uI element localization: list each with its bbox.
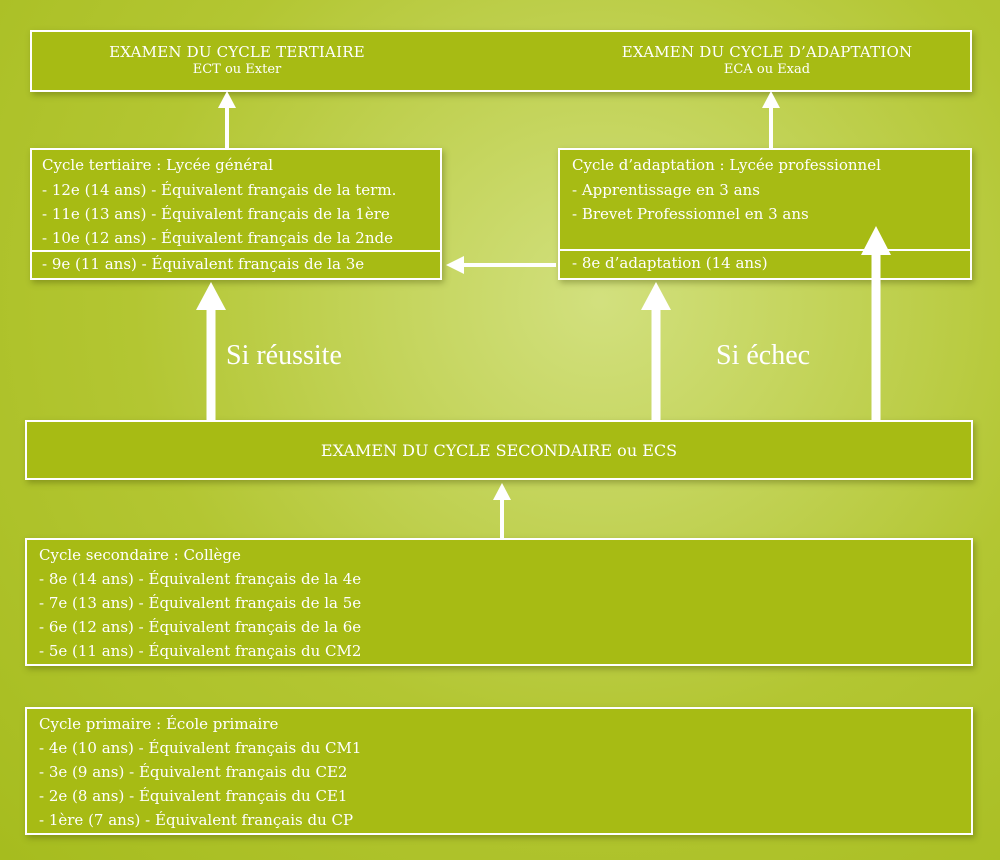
cycle-primaire-title: Cycle primaire : École primaire — [39, 715, 279, 733]
label-si-reussite: Si réussite — [226, 340, 342, 371]
exam-tertiaire-block: EXAMEN DU CYCLE TERTIAIRE ECT ou Exter — [92, 43, 382, 77]
arrow-secondaire-to-ecs — [493, 483, 511, 538]
cycle-tertiaire-box: Cycle tertiaire : Lycée général - 12e (1… — [30, 148, 442, 280]
cycle-secondaire-box: Cycle secondaire : Collège - 8e (14 ans)… — [25, 538, 973, 666]
arrow-ecs-to-tertiaire — [196, 282, 226, 420]
cycle-tertiaire-bottom-line: - 9e (11 ans) - Équivalent français de l… — [42, 255, 365, 273]
exam-adaptation-block: EXAMEN DU CYCLE D’ADAPTATION ECA ou Exad — [602, 43, 932, 77]
cycle-tertiaire-line-2: - 11e (13 ans) - Équivalent français de … — [42, 205, 390, 223]
cycle-tertiaire-line-1: - 12e (14 ans) - Équivalent français de … — [42, 181, 397, 199]
exam-tertiaire-subtitle: ECT ou Exter — [192, 62, 282, 77]
ecs-box: EXAMEN DU CYCLE SECONDAIRE ou ECS — [25, 420, 973, 480]
cycle-primaire-box: Cycle primaire : École primaire - 4e (10… — [25, 707, 973, 835]
top-exams-banner: EXAMEN DU CYCLE TERTIAIRE ECT ou Exter E… — [30, 30, 972, 92]
cycle-primaire-line-2: - 3e (9 ans) - Équivalent français du CE… — [39, 763, 348, 781]
arrow-ecs-to-adaptation-upper — [861, 226, 891, 420]
cycle-tertiaire-line-3: - 10e (12 ans) - Équivalent français de … — [42, 229, 393, 247]
exam-adaptation-subtitle: ECA ou Exad — [723, 62, 811, 77]
cycle-secondaire-line-4: - 5e (11 ans) - Équivalent français du C… — [39, 642, 362, 660]
cycle-secondaire-line-1: - 8e (14 ans) - Équivalent français de l… — [39, 570, 362, 588]
arrow-adaptation-to-tertiaire — [446, 256, 556, 274]
cycle-secondaire-line-2: - 7e (13 ans) - Équivalent français de l… — [39, 594, 362, 612]
cycle-tertiaire-title: Cycle tertiaire : Lycée général — [42, 156, 274, 174]
cycle-tertiaire-divider — [32, 250, 440, 252]
cycle-primaire-line-4: - 1ère (7 ans) - Équivalent français du … — [39, 811, 354, 829]
ecs-title: EXAMEN DU CYCLE SECONDAIRE ou ECS — [320, 441, 678, 460]
cycle-adaptation-bottom-line: - 8e d’adaptation (14 ans) — [572, 254, 768, 272]
cycle-adaptation-line-2: - Brevet Professionnel en 3 ans — [572, 205, 809, 223]
cycle-adaptation-divider — [560, 249, 970, 251]
cycle-adaptation-line-1: - Apprentissage en 3 ans — [572, 181, 760, 199]
label-si-echec: Si échec — [716, 340, 811, 371]
cycle-primaire-line-3: - 2e (8 ans) - Équivalent français du CE… — [39, 787, 348, 805]
cycle-adaptation-box: Cycle d’adaptation : Lycée professionnel… — [558, 148, 972, 280]
arrow-ecs-to-adaptation-bottom — [641, 282, 671, 420]
cycle-secondaire-title: Cycle secondaire : Collège — [39, 546, 241, 564]
exam-adaptation-title: EXAMEN DU CYCLE D’ADAPTATION — [621, 43, 913, 61]
cycle-adaptation-title: Cycle d’adaptation : Lycée professionnel — [572, 156, 881, 174]
exam-tertiaire-title: EXAMEN DU CYCLE TERTIAIRE — [109, 43, 365, 61]
cycle-secondaire-line-3: - 6e (12 ans) - Équivalent français de l… — [39, 618, 362, 636]
arrow-tertiaire-to-exam — [218, 91, 236, 148]
cycle-primaire-line-1: - 4e (10 ans) - Équivalent français du C… — [39, 739, 362, 757]
arrow-adaptation-to-exam — [762, 91, 780, 148]
